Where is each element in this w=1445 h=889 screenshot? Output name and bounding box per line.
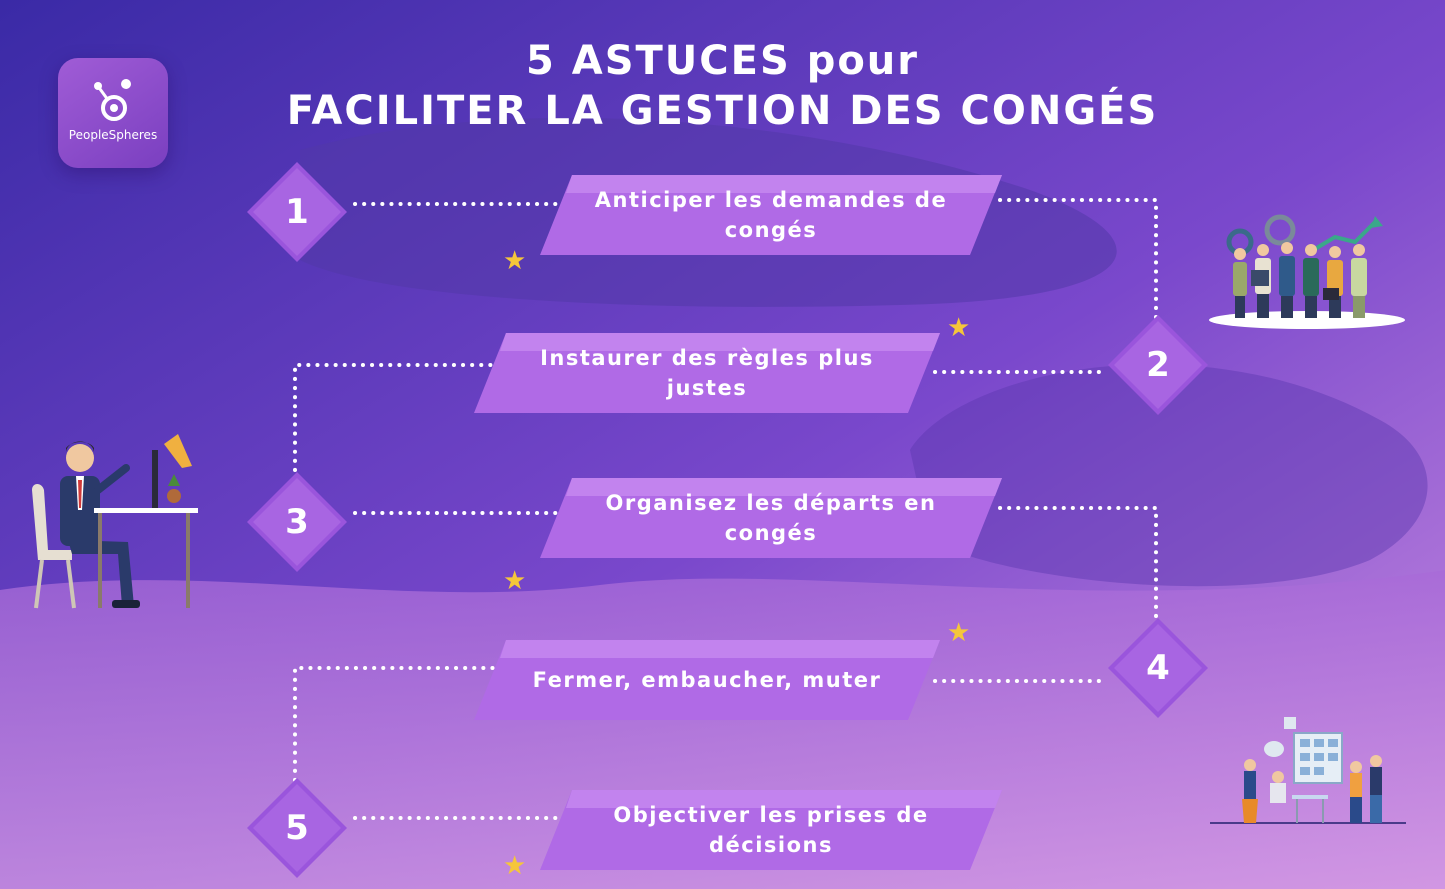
step-1-number: 1 xyxy=(285,192,309,232)
step-5-label: Objectiver les prises de décisions xyxy=(613,803,929,857)
step-4-label: Fermer, embaucher, muter xyxy=(532,668,882,692)
step-3-diamond: 3 xyxy=(247,472,347,572)
step-4-banner: Fermer, embaucher, muter xyxy=(474,640,940,720)
peoplespheres-logo: PeopleSpheres xyxy=(58,58,168,168)
office-desk-man-illustration xyxy=(32,434,198,609)
star-icon: ★ xyxy=(503,851,527,881)
star-icon: ★ xyxy=(947,618,971,648)
step-3-banner: Organisez les départs en congés xyxy=(540,478,1002,558)
step-4-diamond: 4 xyxy=(1108,618,1208,718)
step-5-banner: Objectiver les prises de décisions xyxy=(540,790,1002,870)
page-title-line1: 5 ASTUCES pour xyxy=(525,38,920,84)
star-icon: ★ xyxy=(503,246,527,276)
star-icon: ★ xyxy=(947,313,971,343)
step-5-number: 5 xyxy=(285,808,309,848)
step-2-banner: Instaurer des règles plus justes xyxy=(474,333,940,413)
step-1-diamond: 1 xyxy=(247,162,347,262)
star-icon: ★ xyxy=(503,566,527,596)
step-2-label: Instaurer des règles plus justes xyxy=(540,346,874,400)
page-title-line2: FACILITER LA GESTION DES CONGÉS xyxy=(286,88,1159,134)
team-celebration-illustration xyxy=(1209,214,1405,329)
logo-text: PeopleSpheres xyxy=(68,128,158,142)
step-4-number: 4 xyxy=(1146,648,1170,688)
step-1-banner: Anticiper les demandes de congés xyxy=(540,175,1002,255)
meeting-board-illustration xyxy=(1210,717,1406,824)
step-2-number: 2 xyxy=(1146,345,1170,385)
step-2-diamond: 2 xyxy=(1108,315,1208,415)
step-3-number: 3 xyxy=(285,502,309,542)
logo-mark-icon xyxy=(94,79,131,121)
step-3-label: Organisez les départs en congés xyxy=(605,491,937,545)
step-1-label: Anticiper les demandes de congés xyxy=(594,188,948,242)
step-5-diamond: 5 xyxy=(247,778,347,878)
